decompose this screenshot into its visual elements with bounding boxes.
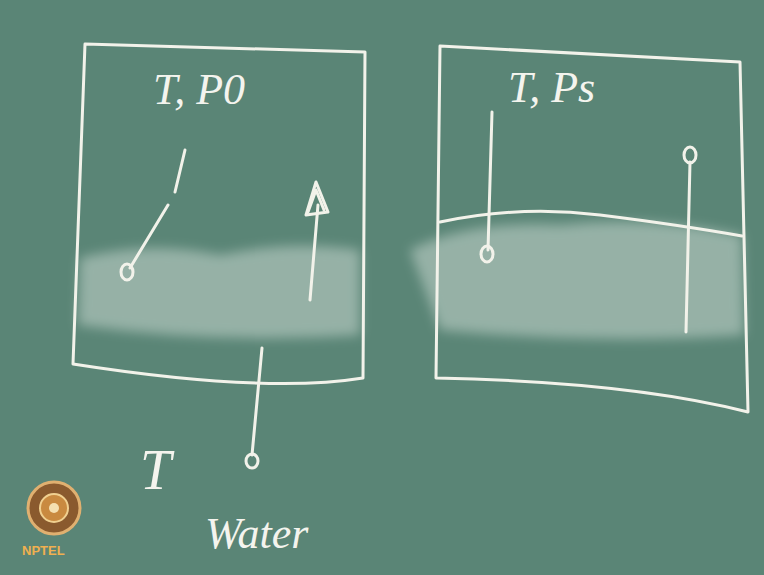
- state-label: T, Ps: [508, 62, 595, 113]
- arrow-head: [684, 147, 696, 163]
- water-surface: [440, 211, 742, 236]
- nptel-logo: [28, 482, 80, 534]
- arrow-head: [481, 246, 493, 262]
- arrow-head: [308, 190, 324, 212]
- state-label: T, P0: [153, 64, 245, 115]
- container-box: T, Ps: [430, 40, 755, 415]
- chalk-stroke: [175, 150, 185, 192]
- water-label: Water: [205, 508, 309, 559]
- temperature-label: T: [140, 438, 171, 502]
- down-arrow: [130, 205, 168, 268]
- container-box: T, P0: [65, 38, 370, 395]
- pointer-line: [252, 348, 262, 455]
- right-water: [410, 222, 744, 339]
- arrow-head: [121, 264, 133, 280]
- arrow-head: [306, 182, 328, 215]
- water-shading: [78, 222, 744, 339]
- left-water: [78, 246, 360, 338]
- watermark: NPTEL: [22, 543, 65, 558]
- arrow-head: [246, 454, 258, 468]
- up-arrow: [686, 162, 690, 332]
- down-arrow: [488, 112, 492, 250]
- up-arrow: [310, 205, 318, 300]
